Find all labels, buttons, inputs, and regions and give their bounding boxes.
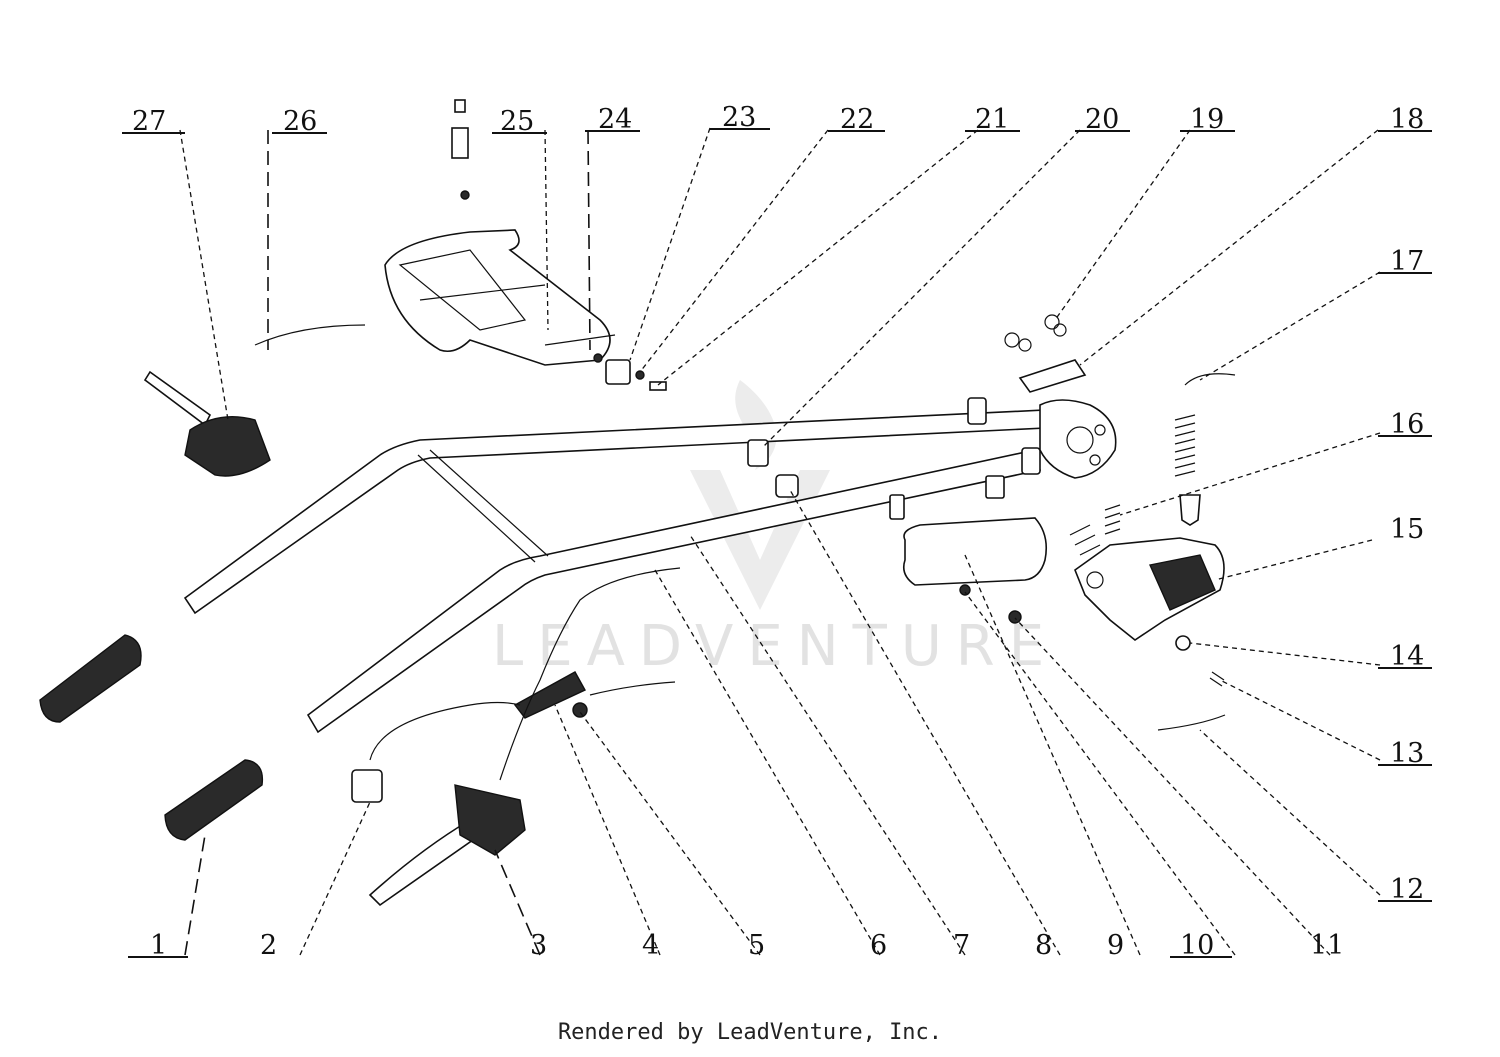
callout-5: 5 bbox=[748, 930, 765, 961]
callout-4: 4 bbox=[642, 930, 659, 961]
callouts-right: 17 16 15 14 13 12 bbox=[1378, 246, 1432, 905]
callout-12: 12 bbox=[1390, 874, 1424, 905]
control-cable bbox=[369, 701, 521, 761]
footer-credit: Rendered by LeadVenture, Inc. bbox=[557, 1020, 943, 1045]
cover-bracket bbox=[593, 353, 667, 391]
callout-16: 16 bbox=[1390, 409, 1424, 440]
leader-lines bbox=[179, 127, 1381, 956]
callout-22: 22 bbox=[840, 104, 874, 135]
callout-2: 2 bbox=[260, 930, 277, 961]
control-panel-cover bbox=[384, 229, 616, 366]
callout-14: 14 bbox=[1390, 641, 1424, 672]
cable-guide-bracket bbox=[1004, 314, 1087, 393]
callout-20: 20 bbox=[1085, 104, 1119, 135]
brake-lever bbox=[368, 784, 526, 907]
throttle-lever bbox=[513, 671, 676, 719]
callouts-top: 27 26 25 24 23 22 21 20 19 18 bbox=[122, 102, 1432, 137]
callout-17: 17 bbox=[1390, 246, 1424, 277]
callout-18: 18 bbox=[1390, 104, 1424, 135]
callout-24: 24 bbox=[598, 104, 632, 135]
grip-left-upper bbox=[39, 634, 142, 723]
top-fasteners bbox=[451, 99, 470, 200]
callout-23: 23 bbox=[722, 102, 756, 133]
callout-25: 25 bbox=[500, 106, 534, 137]
springs bbox=[1104, 373, 1236, 535]
lower-right-hardware bbox=[1157, 635, 1226, 731]
grip-left-lower bbox=[164, 759, 264, 841]
callout-9: 9 bbox=[1107, 930, 1124, 961]
callout-10: 10 bbox=[1180, 930, 1214, 961]
callout-21: 21 bbox=[975, 104, 1009, 135]
cable-clip bbox=[351, 769, 383, 803]
callout-15: 15 bbox=[1390, 514, 1424, 545]
callout-26: 26 bbox=[283, 106, 317, 137]
right-control-assembly bbox=[1069, 524, 1225, 641]
callouts-bottom: 1 2 3 4 5 6 7 8 9 10 11 bbox=[128, 930, 1344, 961]
callout-7: 7 bbox=[953, 930, 970, 961]
handle-bar-grip-tube bbox=[902, 517, 1048, 624]
callout-1: 1 bbox=[150, 930, 167, 961]
callout-11: 11 bbox=[1310, 930, 1344, 961]
handlebar-frame bbox=[183, 397, 1117, 734]
callout-27: 27 bbox=[132, 106, 166, 137]
callout-19: 19 bbox=[1190, 104, 1224, 135]
left-control-lever bbox=[143, 324, 366, 477]
callout-3: 3 bbox=[530, 930, 547, 961]
callout-8: 8 bbox=[1035, 930, 1052, 961]
callout-6: 6 bbox=[870, 930, 887, 961]
callout-13: 13 bbox=[1390, 738, 1424, 769]
watermark-text: LEADVENTURE bbox=[492, 614, 1058, 679]
